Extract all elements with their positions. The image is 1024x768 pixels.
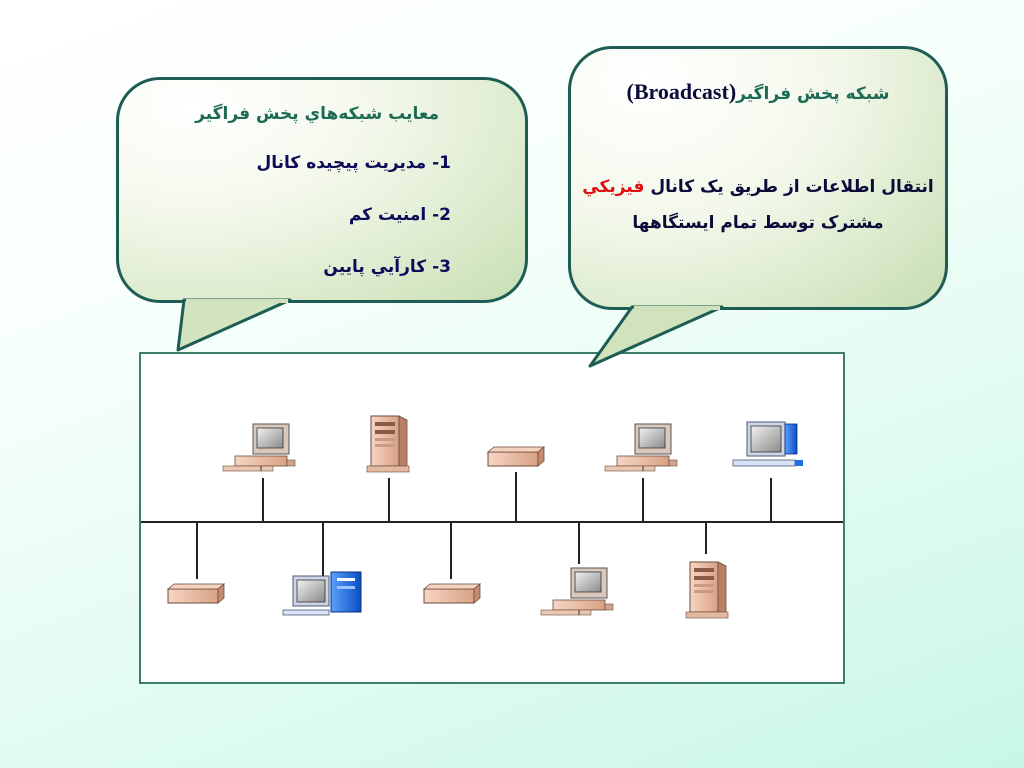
bus-network-diagram	[139, 352, 845, 684]
desktop-computer-icon	[604, 423, 678, 472]
network-node-icon	[487, 446, 545, 467]
disadvantages-title: معايب شبکه‌هاي پخش فراگير	[195, 104, 439, 124]
network-canvas	[141, 415, 843, 619]
definition-title-persian: شبکه پخش فراگير	[736, 84, 890, 104]
workstation-monitor-icon	[732, 421, 804, 467]
disadvantage-item-1: 1- مديريت پيچيده کانال	[256, 153, 452, 173]
left-bubble-tail	[176, 298, 292, 352]
definition-bubble: شبکه پخش فراگير(Broadcast) انتقال اطلاعا…	[568, 46, 948, 310]
workstation-tower-icon	[282, 571, 362, 616]
disadvantage-item-3: 3- کارآيي پايين	[323, 257, 451, 277]
disadvantages-bubble: معايب شبکه‌هاي پخش فراگير 1- مديريت پيچي…	[116, 77, 528, 303]
server-tower-icon	[685, 561, 729, 619]
definition-line-1-text: انتقال اطلاعات از طريق يک کانال	[650, 177, 934, 197]
definition-highlight-word: فيزيکي	[582, 177, 645, 197]
disadvantage-item-2: 2- امنيت کم	[348, 205, 451, 225]
network-node-icon	[423, 583, 481, 604]
network-node-icon	[167, 583, 225, 604]
definition-title-latin: (Broadcast)	[626, 79, 737, 104]
desktop-computer-icon	[222, 423, 296, 472]
desktop-computer-icon	[540, 567, 614, 616]
definition-title: شبکه پخش فراگير(Broadcast)	[571, 79, 945, 105]
definition-line-2: مشترک توسط تمام ايستگاهها	[632, 213, 884, 233]
server-tower-icon	[366, 415, 410, 473]
definition-line-1: انتقال اطلاعات از طريق يک کانال فيزيکي	[571, 177, 945, 197]
